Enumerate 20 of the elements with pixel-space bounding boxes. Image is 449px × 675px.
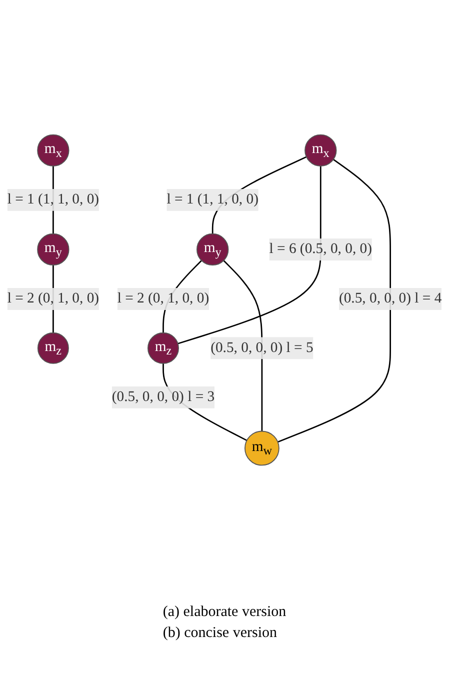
connector bbox=[277, 158, 391, 443]
edge-label: l = 1 (1, 1, 0, 0) bbox=[7, 192, 100, 208]
node-circle: m$_{z}$ bbox=[148, 332, 179, 364]
node-circle: m$_{z}$ bbox=[37, 332, 69, 364]
connector bbox=[178, 166, 322, 344]
edge-label: l = 6 (0.5, 0, 0, 0) bbox=[269, 241, 372, 257]
subfigure-caption: (a) elaborate version bbox=[162, 604, 286, 621]
node-circle: m$_{y}$ bbox=[196, 233, 229, 266]
edge-label: (0.5, 0, 0, 0) l = 5 bbox=[210, 340, 314, 356]
node-circle: m$_{w}$ bbox=[244, 430, 280, 466]
subfigure-caption: (b) concise version bbox=[162, 625, 278, 642]
edge-label: l = 1 (1, 1, 0, 0) bbox=[166, 192, 258, 208]
node-circle: m$_{x}$ bbox=[304, 134, 337, 166]
edge-label: (0.5, 0, 0, 0) l = 4 bbox=[338, 290, 442, 306]
node-circle: m$_{x}$ bbox=[37, 134, 70, 166]
edge-label: l = 2 (0, 1, 0, 0) bbox=[7, 290, 100, 306]
connector bbox=[223, 260, 263, 432]
node-circle: m$_{y}$ bbox=[37, 233, 70, 266]
edge-label: l = 2 (0, 1, 0, 0) bbox=[117, 290, 210, 306]
edge-label: (0.5, 0, 0, 0) l = 3 bbox=[112, 389, 215, 405]
